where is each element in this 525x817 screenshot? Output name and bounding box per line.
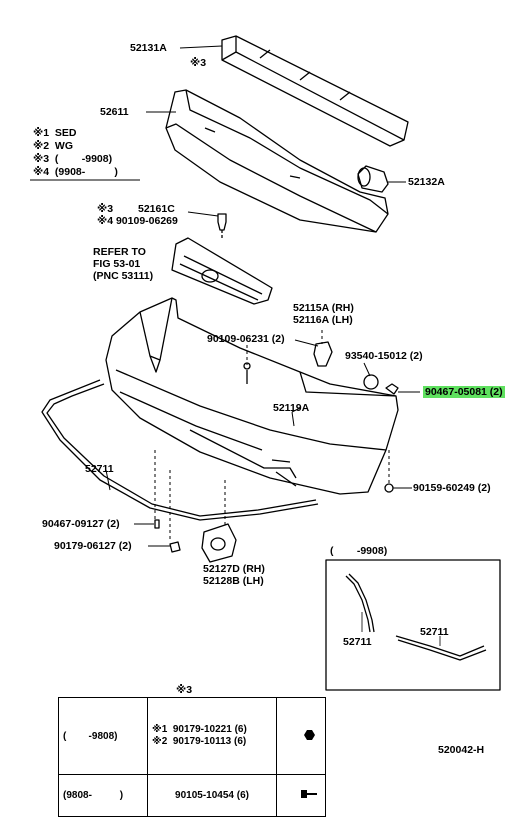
table-cell-icon [276, 697, 326, 775]
label-52119a: 52119A [273, 402, 310, 414]
legend: ※1 SED ※2 WG ※3 ( -9908) ※4 (9908- ) [33, 127, 118, 179]
table-cell-parts: 90105-10454 (6) [147, 774, 277, 817]
label-52161c-mark: ※3 [97, 203, 114, 215]
moulding-52711 [41, 379, 319, 521]
inset-label-52711-b: 52711 [420, 626, 449, 638]
screw-90159 [384, 483, 394, 493]
diagram-code: 520042-H [438, 744, 485, 756]
label-52131a-mark: ※3 [190, 57, 207, 69]
bracket-52132a [357, 165, 389, 193]
label-refer-3: (PNC 53111) [93, 270, 154, 282]
label-90467-05081-highlighted[interactable]: 90467-05081 (2) [423, 386, 505, 398]
label-93540: 93540-15012 (2) [345, 350, 423, 362]
bolt-icon [301, 790, 318, 798]
inset-label-52711-a: 52711 [343, 636, 372, 648]
table-row: ( -9808) ※1 90179-10221 (6)※2 90179-1011… [58, 697, 326, 775]
label-90109-06231: 90109-06231 (2) [207, 333, 285, 345]
table-row: (9808- ) 90105-10454 (6) [58, 774, 326, 817]
label-52128b: 52128B (LH) [203, 575, 264, 587]
label-52611: 52611 [100, 106, 129, 118]
label-52131a: 52131A [130, 42, 167, 54]
inset-title: ( -9908) [330, 545, 388, 557]
label-90109-06269: ※4 90109-06269 [97, 215, 178, 227]
legend-row: ※1 SED [33, 127, 77, 139]
label-90467-09127: 90467-09127 (2) [42, 518, 120, 530]
table-title: ※3 [176, 684, 193, 696]
table-cell-range: ( -9808) [58, 697, 148, 775]
bumper-reinforcement-52611 [165, 89, 389, 233]
table-cell-parts: ※1 90179-10221 (6)※2 90179-10113 (6) [147, 697, 277, 775]
radiator-grille [171, 237, 273, 305]
table-cell-range: (9808- ) [58, 774, 148, 817]
retainer-52115a [313, 341, 333, 367]
screw-90467 [154, 519, 160, 529]
label-refer-1: REFER TO [93, 246, 146, 258]
label-52161c: 52161C [138, 203, 175, 215]
legend-row: ※3 ( -9908) [33, 153, 113, 165]
parts-diagram [30, 35, 501, 691]
label-52711: 52711 [85, 463, 114, 475]
fog-lamp-cover-52127d [201, 523, 237, 563]
legend-row: ※2 WG [33, 140, 73, 152]
nut-icon [304, 729, 316, 740]
clip-52161c [217, 213, 227, 240]
table-cell-icon [276, 774, 326, 817]
label-52132a: 52132A [408, 176, 445, 188]
label-refer-2: FIG 53-01 [93, 258, 141, 270]
energy-absorber-52131a [221, 35, 409, 147]
label-90179-06127: 90179-06127 (2) [54, 540, 132, 552]
inset-box [325, 559, 501, 691]
nut-93540 [363, 374, 399, 395]
label-90159: 90159-60249 (2) [413, 482, 491, 494]
label-52127d: 52127D (RH) [203, 563, 265, 575]
fastener-table: ( -9808) ※1 90179-10221 (6)※2 90179-1011… [58, 697, 326, 817]
legend-row: ※4 (9908- ) [33, 166, 118, 178]
label-52115a: 52115A (RH) [293, 302, 354, 314]
label-52116a: 52116A (LH) [293, 314, 353, 326]
bumper-cover-52119a [105, 297, 399, 495]
